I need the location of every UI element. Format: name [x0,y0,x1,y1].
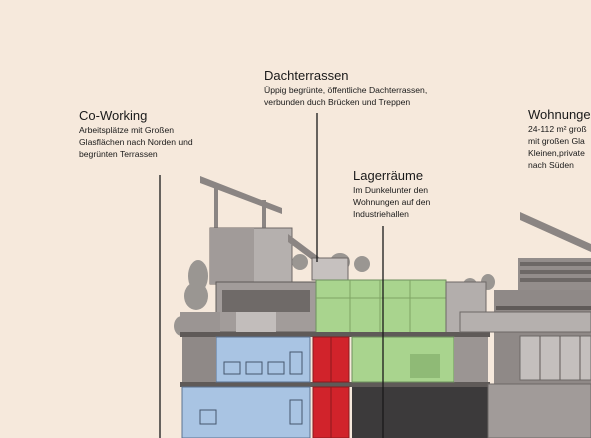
rooftop-pavilion-left [200,176,320,285]
coworking-floors [181,336,311,438]
annotation-description: 24-112 m² groß mit großen Gla Kleinen,pr… [528,124,587,170]
annotation-description: Üppig begrünte, öffentliche Dachterrasse… [264,85,428,107]
storage-hall [352,387,488,438]
residential-block-right [459,290,591,438]
mid-floor-green [351,336,488,383]
annotation-dachterrassen: Dachterrassen Üppig begrünte, öffentlich… [264,68,427,108]
annotation-description: Im Dunkelunter den Wohnungen auf den Ind… [353,185,431,219]
annotation-description: Arbeitsplätze mit Großen Glasflächen nac… [79,125,193,159]
annotation-title: Lagerräume [353,168,424,183]
annotation-lagerraeume: Lagerräume Im Dunkelunter den Wohnungen … [353,168,430,220]
upper-floor-left [180,281,317,334]
annotation-wohnungen: Wohnungen 24-112 m² groß mit großen Gla … [528,107,591,171]
stair-core [312,336,350,438]
annotation-title: Wohnungen [528,107,591,122]
roof-garden-block [315,279,487,335]
annotation-title: Co-Working [79,108,148,123]
leader-lines [159,113,384,438]
annotation-title: Dachterrassen [264,68,349,83]
rooftop-pavilion-right [518,212,591,294]
annotation-coworking: Co-Working Arbeitsplätze mit Großen Glas… [79,108,193,160]
